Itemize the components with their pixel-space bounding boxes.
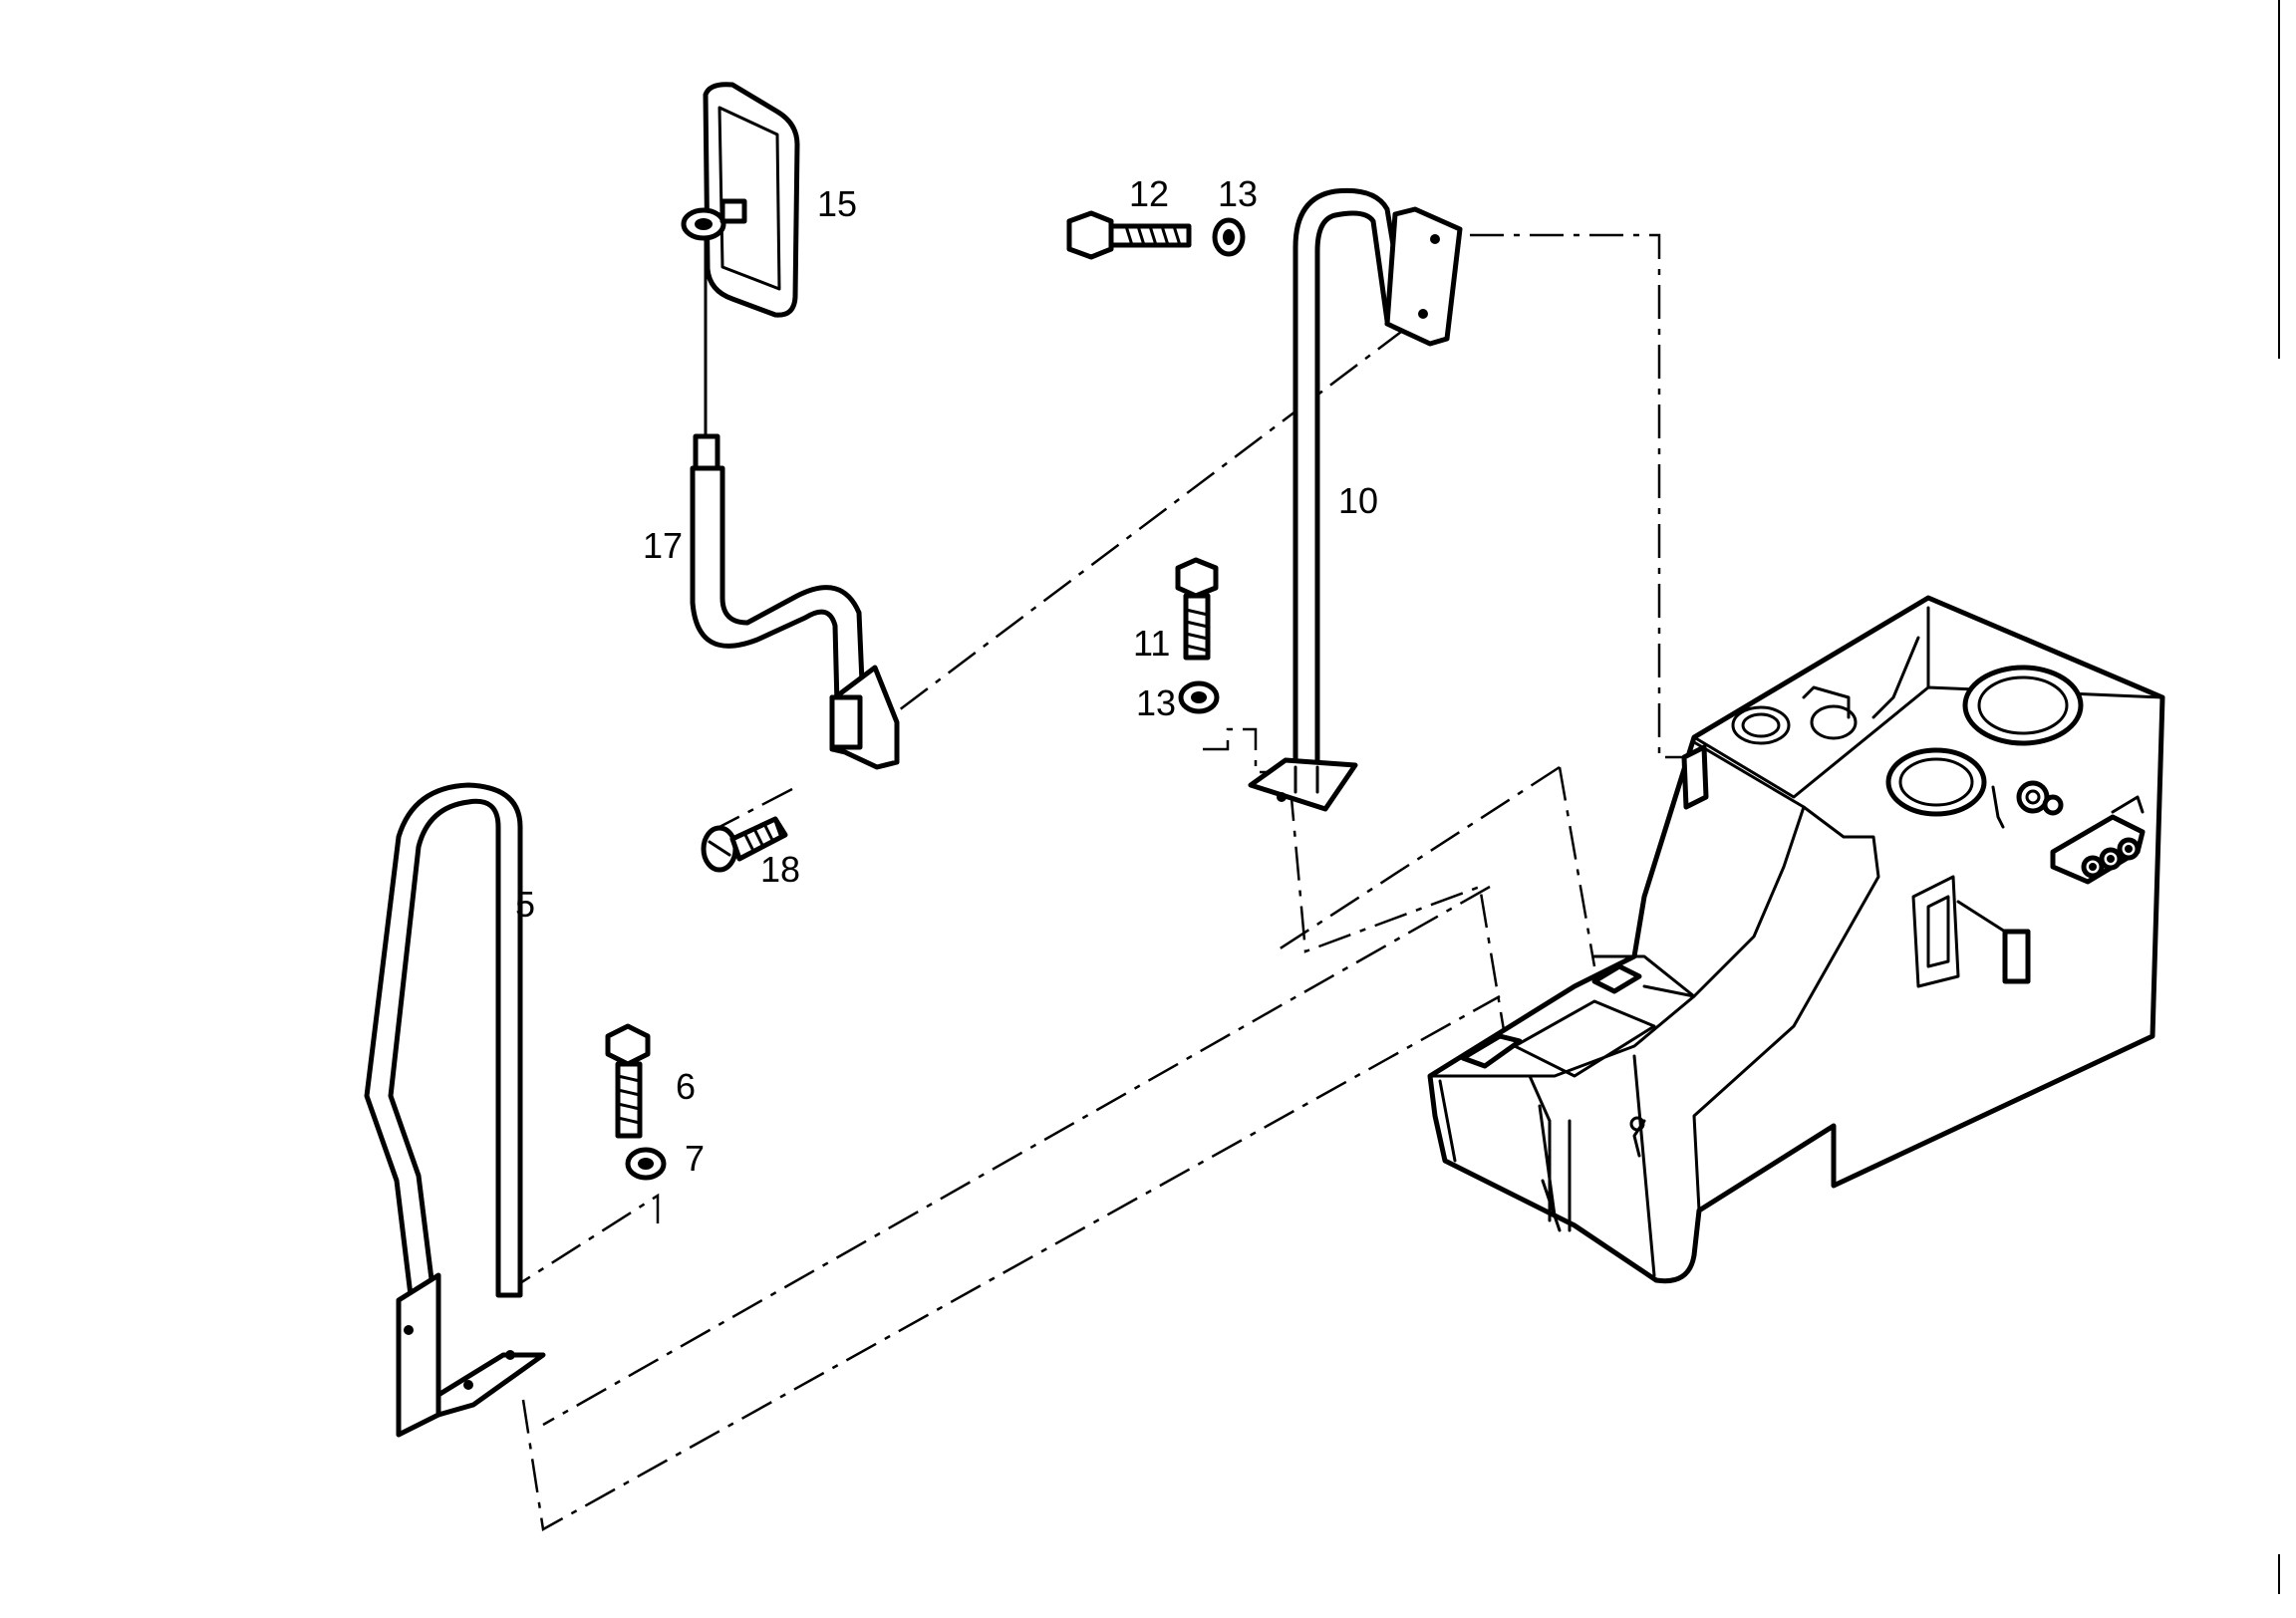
machine-body	[1427, 595, 2165, 1284]
callout-11: 11	[1133, 623, 1170, 664]
mirror-arm-part-17	[690, 433, 900, 770]
screw-part-18	[701, 816, 788, 873]
bolt-part-12	[1066, 210, 1192, 260]
handrail-part-5	[364, 782, 546, 1438]
callout-labels: 5 6 7 10 11 12 13 13 15 17 18	[515, 173, 1378, 1179]
callout-7: 7	[685, 1138, 705, 1179]
callout-13-middle: 13	[1136, 682, 1176, 723]
handrail-part-10	[1248, 187, 1463, 812]
callout-10: 10	[1338, 480, 1378, 521]
washer-part-13-middle	[1178, 680, 1220, 714]
callout-15: 15	[817, 183, 857, 224]
callout-6: 6	[676, 1066, 696, 1107]
callout-18: 18	[760, 849, 800, 890]
callout-13-top: 13	[1218, 173, 1258, 214]
bolt-part-6	[605, 1023, 651, 1139]
bolt-part-11	[1175, 557, 1219, 661]
callout-17: 17	[643, 525, 683, 566]
washer-part-13-top	[1212, 217, 1246, 257]
callout-12: 12	[1129, 173, 1169, 214]
washer-part-7	[625, 1147, 667, 1181]
mirror-part-15	[681, 82, 800, 440]
callout-5: 5	[515, 884, 535, 925]
